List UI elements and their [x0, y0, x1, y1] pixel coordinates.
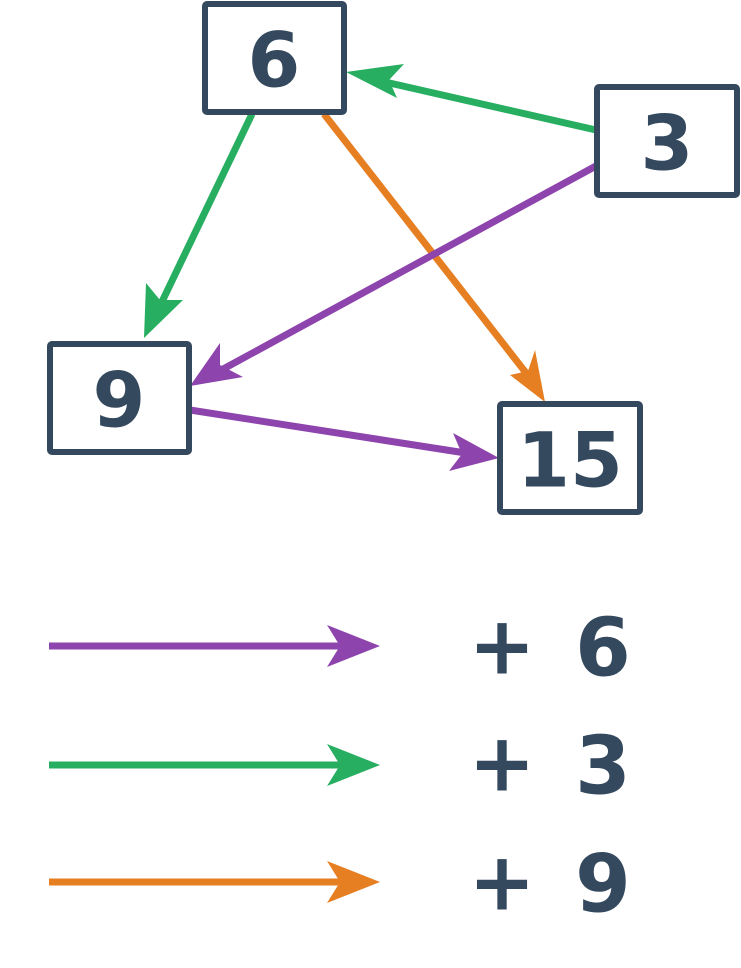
legend-op-green: + [468, 717, 535, 810]
arrowhead-9-to-15 [449, 433, 499, 471]
legend-arrowhead-purple [327, 625, 380, 667]
node-6: 6 [202, 1, 347, 115]
arrowhead-6-to-9 [144, 283, 183, 338]
node-9-box [47, 341, 192, 455]
edge-3-to-9 [212, 162, 598, 378]
edge-3-to-6 [371, 75, 597, 134]
node-9: 9 [47, 341, 192, 455]
node-6-label: 6 [248, 16, 301, 105]
node-3-box [594, 84, 740, 198]
legend-row-green: + 3 [49, 717, 631, 813]
legend-arrowhead-orange [327, 861, 380, 903]
edge-6-to-9 [154, 112, 256, 312]
node-3-label: 3 [641, 99, 694, 188]
arrowhead-3-to-6 [346, 64, 404, 98]
legend-row-purple: + 6 [49, 600, 631, 695]
legend-op-orange: + [468, 836, 535, 929]
node-15: 15 [497, 401, 643, 515]
legend-op-purple: + [468, 600, 535, 693]
edge-9-to-15 [189, 406, 473, 458]
legend-value-orange: 9 [575, 838, 631, 931]
node-6-box [202, 1, 347, 115]
node-9-label: 9 [93, 356, 146, 445]
legend: + 6 + 3 + 9 [49, 600, 631, 931]
legend-value-purple: 6 [575, 602, 631, 695]
legend-row-orange: + 9 [49, 836, 631, 931]
edge-6-to-15 [321, 111, 533, 381]
arrowhead-6-to-15 [510, 350, 545, 402]
node-15-box [497, 401, 643, 515]
legend-value-green: 3 [575, 720, 631, 813]
node-3: 3 [594, 84, 740, 198]
edges-group [144, 64, 598, 471]
legend-arrowhead-green [327, 744, 380, 786]
node-15-label: 15 [517, 416, 623, 505]
arrowhead-3-to-9 [190, 343, 243, 386]
